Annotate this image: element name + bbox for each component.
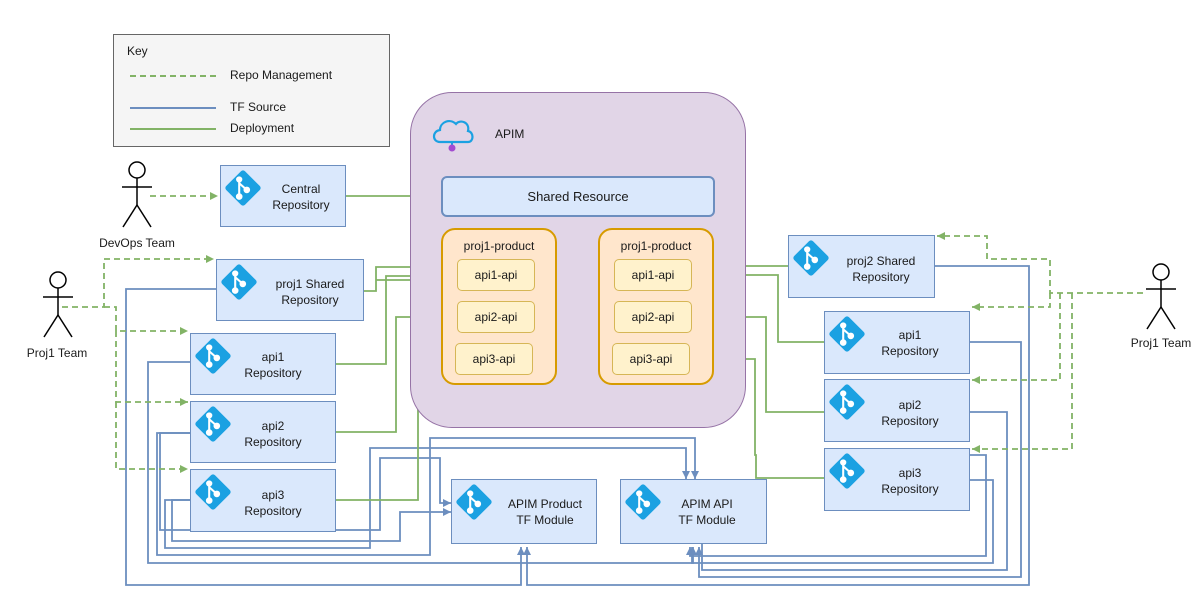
api2-repository-left[interactable]: api2 Repository bbox=[190, 401, 336, 463]
repo-name: api2 bbox=[261, 419, 285, 433]
git-repo-icon bbox=[456, 484, 492, 520]
solid-blue-line-icon bbox=[130, 107, 216, 109]
api3-repository-right[interactable]: api3 Repository bbox=[824, 448, 970, 511]
proj1-team-left-label: Proj1 Team bbox=[26, 346, 88, 360]
api-node[interactable]: api1-api bbox=[614, 259, 692, 291]
repo-name: api3 bbox=[898, 466, 922, 480]
api1-repository-right[interactable]: api1 Repository bbox=[824, 311, 970, 374]
api3-repository-left[interactable]: api3 Repository bbox=[190, 469, 336, 532]
solid-green-line-icon bbox=[130, 128, 216, 130]
repo-suffix: Repository bbox=[881, 414, 939, 428]
shared-resource[interactable]: Shared Resource bbox=[441, 176, 715, 217]
api-node[interactable]: api1-api bbox=[457, 259, 535, 291]
git-repo-icon bbox=[195, 406, 231, 442]
tf-source-lines bbox=[125, 265, 1030, 586]
product-title: proj1-product bbox=[620, 239, 692, 253]
repo-suffix: Repository bbox=[244, 366, 302, 380]
repo-suffix: Repository bbox=[244, 435, 302, 449]
repo-name: APIM Product bbox=[507, 497, 583, 511]
api2-repository-right[interactable]: api2 Repository bbox=[824, 379, 970, 442]
devops-team-actor-icon[interactable] bbox=[118, 160, 156, 230]
legend-label: TF Source bbox=[230, 100, 287, 114]
apim-api-tf-module[interactable]: APIM API TF Module bbox=[620, 479, 767, 544]
product-title: proj1-product bbox=[463, 239, 535, 253]
git-repo-icon bbox=[225, 170, 261, 206]
repo-suffix: TF Module bbox=[678, 513, 736, 527]
git-repo-icon bbox=[829, 316, 865, 352]
legend: Key Repo Management TF Source Deployment bbox=[113, 34, 390, 147]
tf-line bbox=[695, 341, 1022, 578]
repo-name: api1 bbox=[261, 350, 285, 364]
git-repo-icon bbox=[829, 384, 865, 420]
repo-mgmt-line bbox=[972, 293, 1051, 311]
repo-suffix: Repository bbox=[881, 344, 939, 358]
proj2-shared-repository[interactable]: proj2 Shared Repository bbox=[788, 235, 935, 298]
repo-name: api2 bbox=[898, 398, 922, 412]
apim-title: APIM bbox=[495, 127, 525, 141]
cloud-api-icon bbox=[432, 120, 474, 152]
repo-suffix: Repository bbox=[244, 504, 302, 518]
git-repo-icon bbox=[625, 484, 661, 520]
git-repo-icon bbox=[195, 338, 231, 374]
proj1-team-right-label: Proj1 Team bbox=[1130, 336, 1192, 350]
repo-suffix: Repository bbox=[881, 482, 939, 496]
repo-name: api3 bbox=[261, 488, 285, 502]
tf-line bbox=[159, 432, 451, 531]
api-node[interactable]: api3-api bbox=[612, 343, 690, 375]
repo-suffix: Repository bbox=[281, 293, 339, 307]
repo-name: proj1 Shared bbox=[275, 277, 345, 291]
git-repo-icon bbox=[195, 474, 231, 510]
central-repository[interactable]: Central Repository bbox=[220, 165, 346, 227]
api-node[interactable]: api2-api bbox=[614, 301, 692, 333]
git-repo-icon bbox=[829, 453, 865, 489]
apim-product-tf-module[interactable]: APIM Product TF Module bbox=[451, 479, 597, 544]
tf-line bbox=[156, 432, 699, 556]
api-node[interactable]: api2-api bbox=[457, 301, 535, 333]
repo-suffix: Repository bbox=[272, 198, 330, 212]
repo-mgmt-line bbox=[62, 255, 214, 308]
devops-team-label: DevOps Team bbox=[99, 236, 175, 250]
deploy-line bbox=[364, 263, 441, 292]
repo-name: proj2 Shared bbox=[846, 254, 916, 268]
legend-label: Repo Management bbox=[230, 68, 333, 82]
proj1-team-right-actor-icon[interactable] bbox=[1142, 262, 1180, 332]
repo-management-lines bbox=[62, 192, 1143, 473]
proj1-shared-repository[interactable]: proj1 Shared Repository bbox=[216, 259, 364, 321]
legend-title: Key bbox=[127, 44, 148, 58]
repo-mgmt-line bbox=[937, 232, 1143, 294]
tf-line bbox=[171, 499, 451, 542]
repo-name: Central bbox=[281, 182, 321, 196]
repo-name: api1 bbox=[898, 328, 922, 342]
repo-mgmt-line bbox=[972, 293, 1073, 453]
repo-mgmt-line bbox=[104, 306, 188, 335]
git-repo-icon bbox=[221, 264, 257, 300]
dashed-green-line-icon bbox=[130, 75, 216, 77]
repo-mgmt-line bbox=[115, 402, 188, 473]
tf-line bbox=[523, 265, 1030, 586]
tf-line bbox=[686, 454, 987, 557]
legend-label: Deployment bbox=[230, 121, 295, 135]
tf-line bbox=[147, 361, 697, 564]
api1-repository-left[interactable]: api1 Repository bbox=[190, 333, 336, 395]
proj1-team-left-actor-icon[interactable] bbox=[39, 270, 77, 340]
tf-line bbox=[164, 447, 690, 549]
git-repo-icon bbox=[793, 240, 829, 276]
repo-name: APIM API bbox=[681, 497, 733, 511]
tf-line bbox=[125, 288, 525, 586]
repo-suffix: TF Module bbox=[516, 513, 574, 527]
repo-suffix: Repository bbox=[852, 270, 910, 284]
repo-mgmt-line bbox=[972, 293, 1061, 384]
api-node[interactable]: api3-api bbox=[455, 343, 533, 375]
